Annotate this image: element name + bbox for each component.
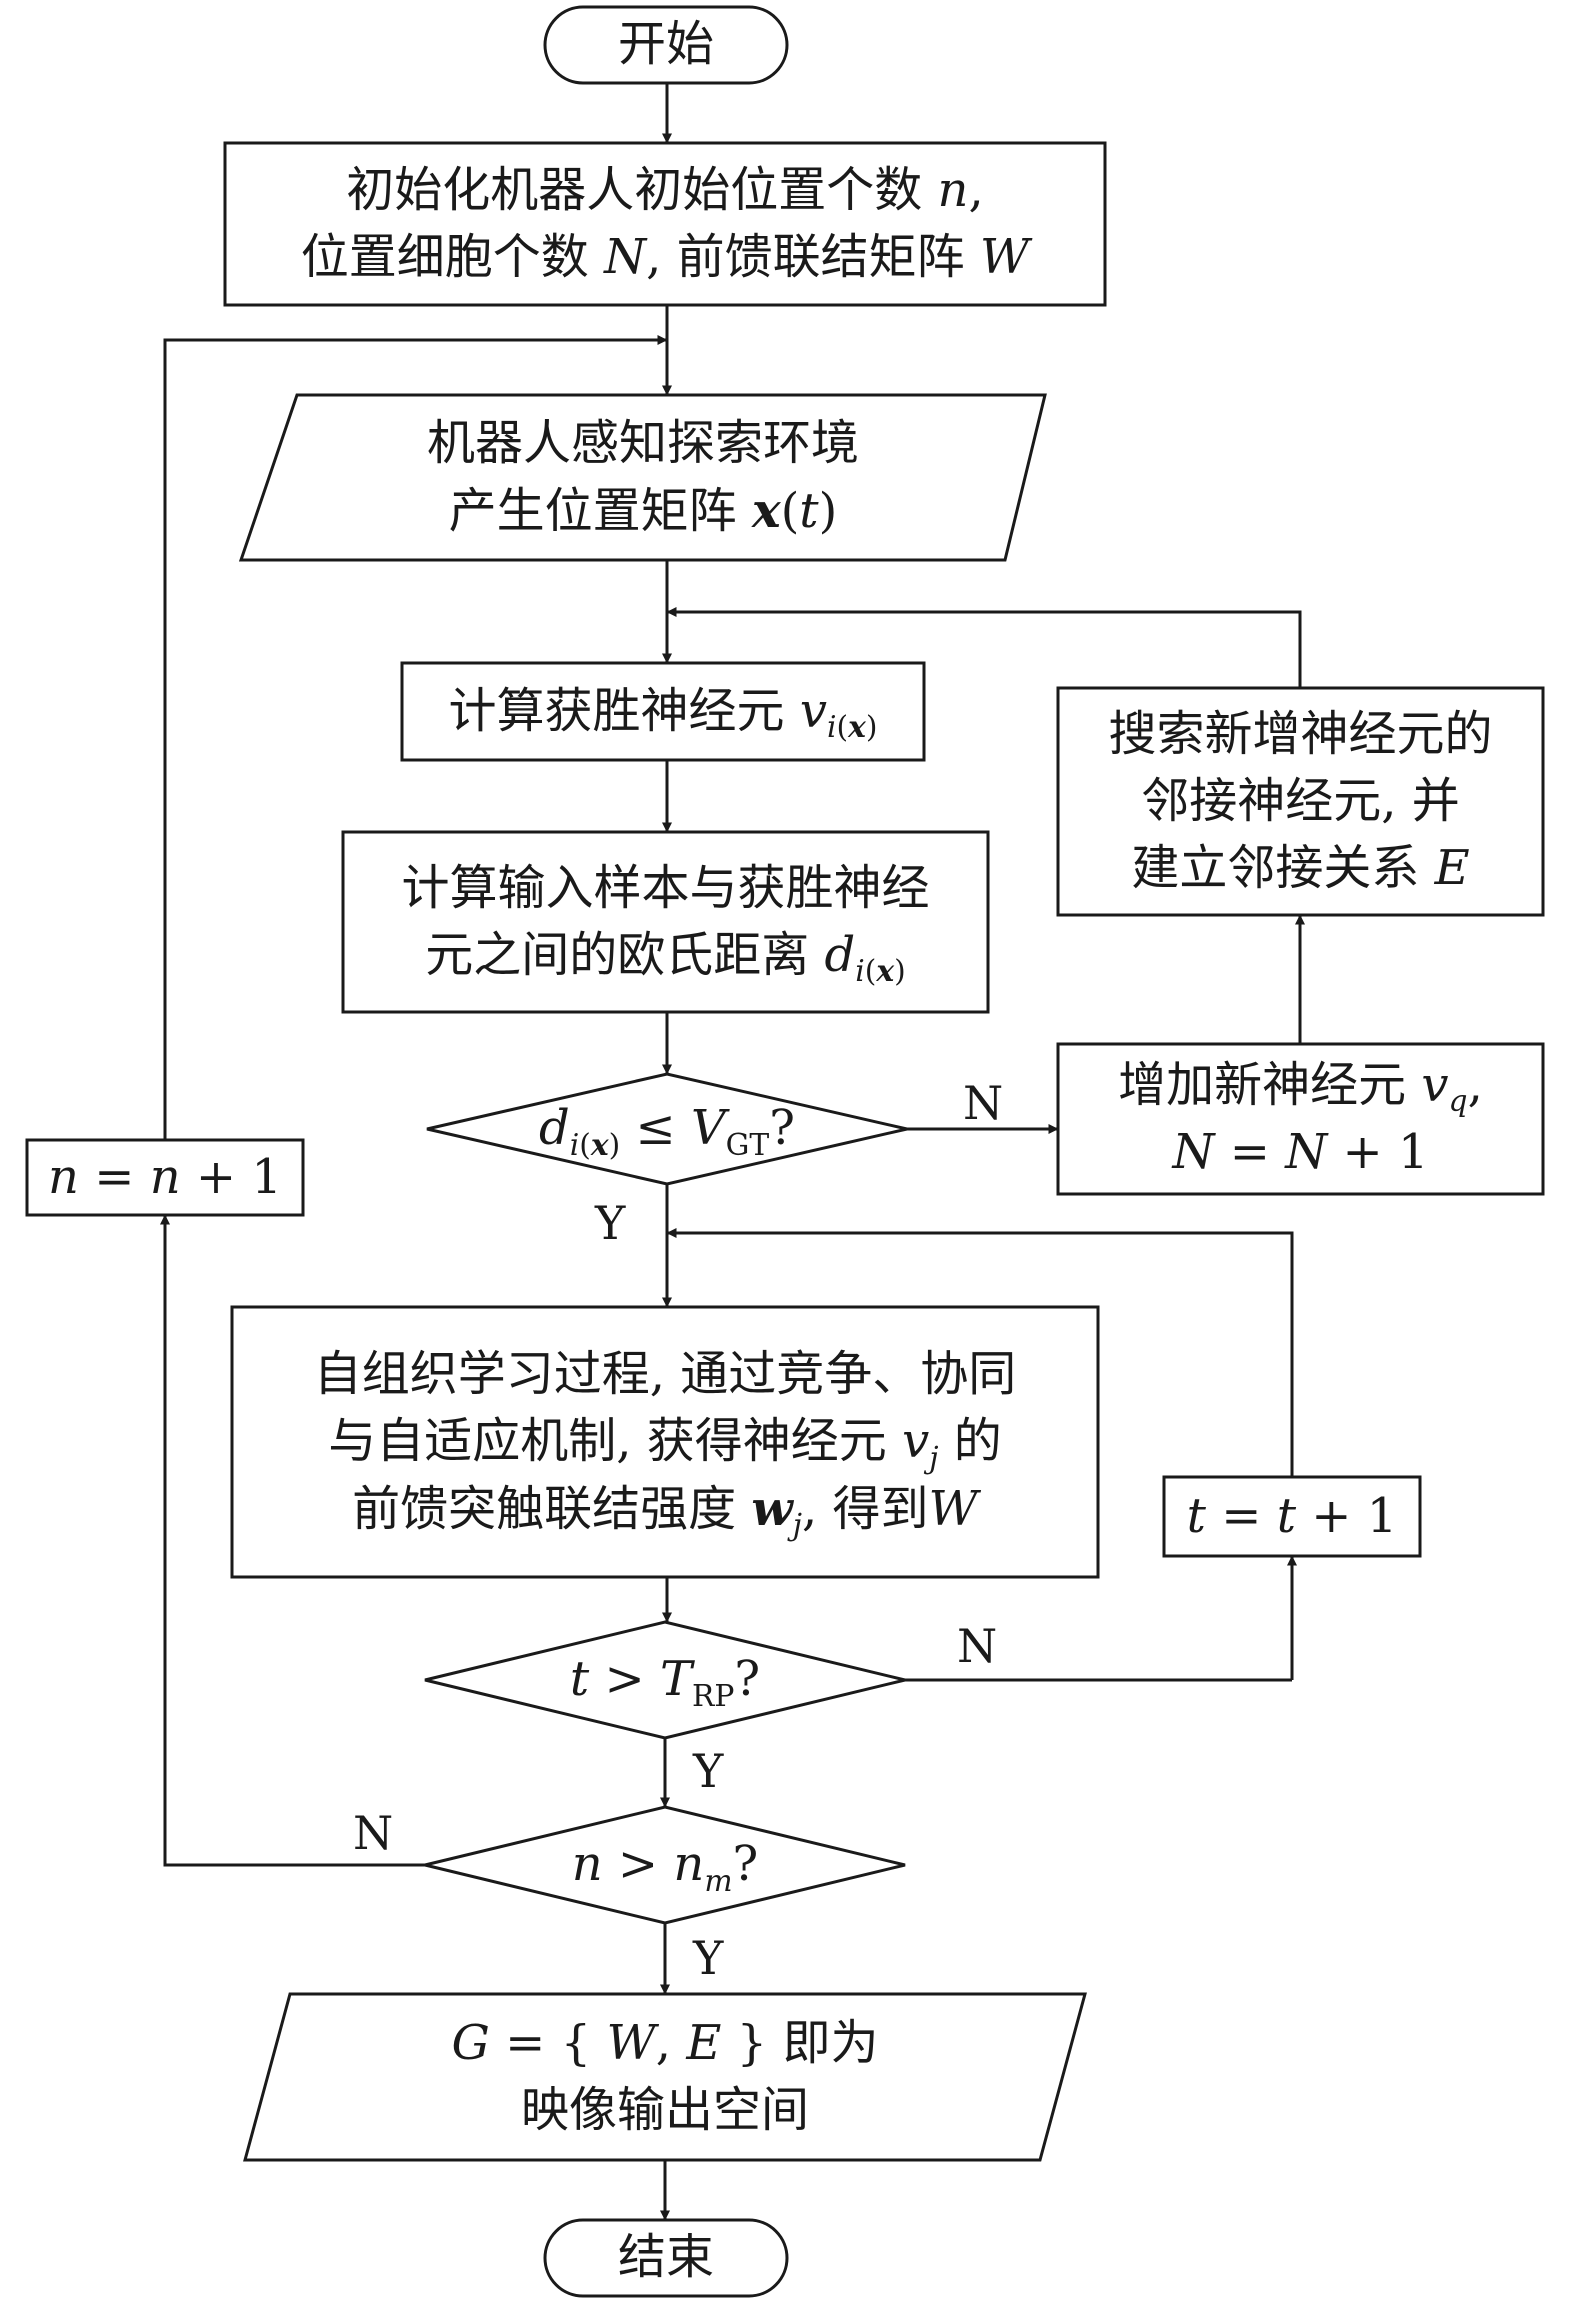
winner-line: 计算获胜神经元 vi(x) [448,682,878,746]
add-neuron-label: 增加新神经元 vq, N = N + 1 [1058,1044,1543,1194]
t-decision-text: t > TRP? [569,1651,761,1714]
winner-label: 计算获胜神经元 vi(x) [402,663,924,760]
start-text: 开始 [617,16,714,73]
edge-search-loop [666,607,1302,688]
n-decision-text: n > nm? [571,1836,759,1899]
end-label: 结束 [545,2220,787,2296]
init-line2: 位置细胞个数 N, 前馈联结矩阵 W [300,229,1030,285]
connectors [160,83,1305,2221]
output-io-parallelogram [243,1992,1087,2162]
learn-label: 自组织学习过程, 通过竞争、协同 与自适应机制, 获得神经元 vj 的 前馈突触… [232,1307,1098,1577]
t-increment-text: t = t + 1 [1186,1487,1398,1544]
sense-line1: 机器人感知探索环境 [426,415,859,472]
init-line1: 初始化机器人初始位置个数 n, [346,161,984,218]
n-decision-label: n > nm? [425,1807,905,1923]
dist-label: 计算输入样本与获胜神经 元之间的欧氏距离 di(x) [343,832,988,1012]
t-decision-label: t > TRP? [425,1622,905,1738]
sense-io-parallelogram [238,393,1047,562]
n-increment-label: n = n + 1 [27,1140,303,1215]
start-label: 开始 [545,7,787,83]
sense-label: 机器人感知探索环境 产生位置矩阵 x(t) [241,395,1045,560]
edge-label-dist-yes: Y [595,1196,626,1250]
output-line2: 映像输出空间 [520,2082,809,2138]
output-label: G = { W, E } 即为 映像输出空间 [245,1994,1085,2160]
search-label: 搜索新增神经元的 邻接神经元, 并 建立邻接关系 E [1058,688,1543,915]
dist-line2: 元之间的欧氏距离 di(x) [425,927,906,990]
n-increment-text: n = n + 1 [48,1148,282,1205]
add-neuron-line1: 增加新神经元 vq, [1118,1056,1483,1120]
learn-line3: 前馈突触联结强度 wj, 得到W [352,1480,978,1543]
edge-tinc-loop [666,1228,1294,1477]
edge-label-t-no: N [957,1619,998,1673]
search-line3: 建立邻接关系 E [1131,840,1470,897]
sense-line2: 产生位置矩阵 x(t) [448,482,838,539]
edge-label-n-yes: Y [693,1931,724,1985]
dist-decision-label: di(x) ≤ VGT? [427,1074,907,1184]
add-neuron-line2: N = N + 1 [1172,1124,1429,1180]
learn-line2: 与自适应机制, 获得神经元 vj 的 [328,1413,1002,1476]
init-label: 初始化机器人初始位置个数 n, 位置细胞个数 N, 前馈联结矩阵 W [225,143,1105,305]
edge-ncond-no-ninc [160,1214,425,1867]
output-line1: G = { W, E } 即为 [451,2014,879,2071]
end-text: 结束 [617,2229,714,2286]
edge-ninc-loop [163,335,668,1140]
learn-line1: 自组织学习过程, 通过竞争、协同 [313,1346,1017,1403]
edge-label-n-no: N [353,1806,394,1860]
dist-line1: 计算输入样本与获胜神经 [401,859,930,916]
edge-label-dist-no: N [963,1076,1004,1130]
n-decision-diamond [424,1805,906,1925]
t-increment-label: t = t + 1 [1164,1477,1420,1556]
search-line2: 邻接神经元, 并 [1141,772,1460,829]
edge-label-t-yes: Y [693,1744,724,1798]
search-line1: 搜索新增神经元的 [1108,705,1493,762]
dist-decision-text: di(x) ≤ VGT? [539,1100,795,1163]
